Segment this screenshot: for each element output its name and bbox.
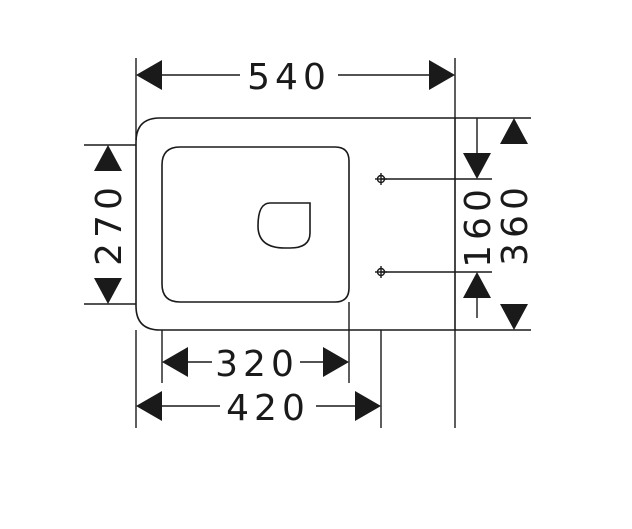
dimension-270: 270	[84, 144, 136, 305]
arrowhead-320-right	[323, 347, 349, 377]
toilet-outer-outline	[135, 117, 456, 331]
arrowhead-360-bottom	[500, 304, 528, 330]
dimension-160: 160	[381, 118, 499, 318]
arrowhead-420-left	[136, 391, 162, 421]
bowl-inner-outline	[161, 146, 350, 303]
arrowhead-540-left	[136, 60, 162, 90]
dimension-label-540: 540	[247, 57, 331, 98]
arrowhead-270-bottom	[94, 278, 122, 304]
dimension-320: 320	[161, 302, 350, 385]
arrowhead-160-bottom	[463, 272, 491, 298]
arrowhead-270-top	[94, 145, 122, 171]
dimension-label-420: 420	[226, 388, 310, 429]
arrowhead-420-right	[355, 391, 381, 421]
dimension-label-270: 270	[89, 182, 130, 266]
arrowhead-360-top	[500, 118, 528, 144]
dimension-360: 360	[455, 117, 536, 331]
arrowhead-540-right	[429, 60, 455, 90]
dimension-label-160: 160	[458, 184, 499, 268]
dimension-540: 540	[135, 57, 456, 140]
dimension-label-320: 320	[215, 344, 299, 385]
arrowhead-160-top	[463, 153, 491, 179]
dimension-420: 420	[135, 330, 456, 429]
dimension-label-360: 360	[495, 182, 536, 266]
arrowhead-320-left	[162, 347, 188, 377]
outlet-opening	[257, 202, 311, 249]
